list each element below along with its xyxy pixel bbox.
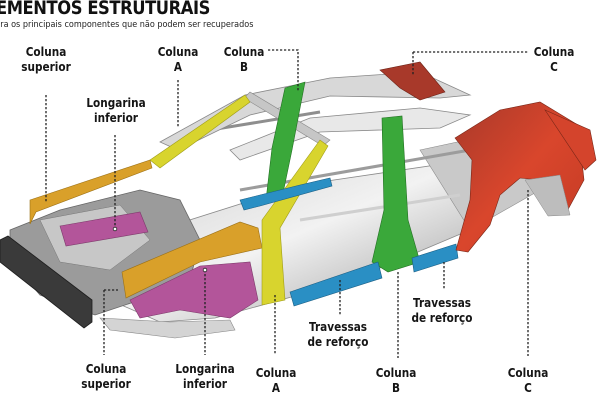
label-coluna-c-top: Coluna C [532, 44, 576, 74]
label-line: Travessas [308, 319, 368, 334]
label-line: inferior [183, 375, 227, 391]
cross-bar [299, 193, 461, 222]
longarina-inferior-part-right [129, 261, 259, 319]
coluna-c-part-upper [379, 61, 446, 101]
label-travessas-de-reforco: Travessas de reforço [306, 319, 370, 349]
label-line: Travessas [412, 295, 472, 310]
coluna-c-part-rear [544, 109, 597, 171]
infographic-title: EMENTOS ESTRUTURAIS [0, 0, 211, 19]
label-travessas-de-reforco-2: Travessas de reforço [410, 295, 474, 325]
coluna-superior-part [29, 159, 153, 225]
coluna-a-part [149, 94, 251, 169]
label-line: A [271, 379, 281, 395]
label-line: C [550, 58, 558, 74]
label-longarina-inferior-bottom: Longarina inferior [174, 361, 236, 391]
label-longarina-inferior-top: Longarina inferior [86, 95, 146, 125]
label-line: Coluna [255, 365, 297, 380]
label-line: de reforço [307, 333, 369, 349]
travessas-de-reforco-part-left [239, 177, 333, 211]
leader-dot [112, 226, 118, 232]
label-line: C [524, 379, 532, 395]
label-coluna-superior-top: Coluna superior [19, 44, 73, 74]
label-coluna-b-top: Coluna B [222, 44, 266, 74]
label-line: Coluna [25, 44, 67, 59]
label-coluna-superior-bottom: Coluna superior [79, 361, 133, 391]
label-line: A [173, 58, 183, 74]
label-line: Coluna [223, 44, 265, 59]
travessas-de-reforco-part [289, 261, 383, 307]
label-line: B [391, 379, 401, 395]
label-line: Coluna [507, 365, 549, 380]
label-coluna-a-top: Coluna A [156, 44, 200, 74]
roof-rail [159, 71, 472, 151]
label-line: B [239, 58, 249, 74]
longarina-inferior-part [59, 211, 149, 247]
label-coluna-c-bottom: Coluna C [506, 365, 550, 395]
coluna-a-part-right [261, 139, 329, 306]
infographic-subtitle: ira os principais componentes que não po… [0, 19, 254, 30]
label-line: Coluna [533, 44, 575, 59]
label-line: Longarina [86, 95, 146, 110]
lower-subframe [99, 317, 236, 339]
leader-dot [202, 267, 208, 273]
travessas-de-reforco-part-2 [411, 243, 459, 273]
label-line: superior [21, 58, 71, 74]
rear-wheel-arch [524, 174, 571, 217]
label-line: superior [81, 375, 131, 391]
label-line: de reforço [411, 309, 473, 325]
label-line: inferior [94, 109, 138, 125]
label-line: Longarina [175, 361, 235, 376]
label-line: Coluna [375, 365, 417, 380]
roof-rail-inner [229, 107, 472, 161]
label-line: Coluna [157, 44, 199, 59]
label-coluna-b-bottom: Coluna B [374, 365, 418, 395]
leader-coluna-b-top [268, 49, 299, 92]
coluna-b-part-right [371, 115, 421, 273]
label-coluna-a-bottom: Coluna A [254, 365, 298, 395]
label-line: Coluna [85, 361, 127, 376]
front-bumper [0, 235, 93, 329]
coluna-c-part [454, 101, 585, 253]
